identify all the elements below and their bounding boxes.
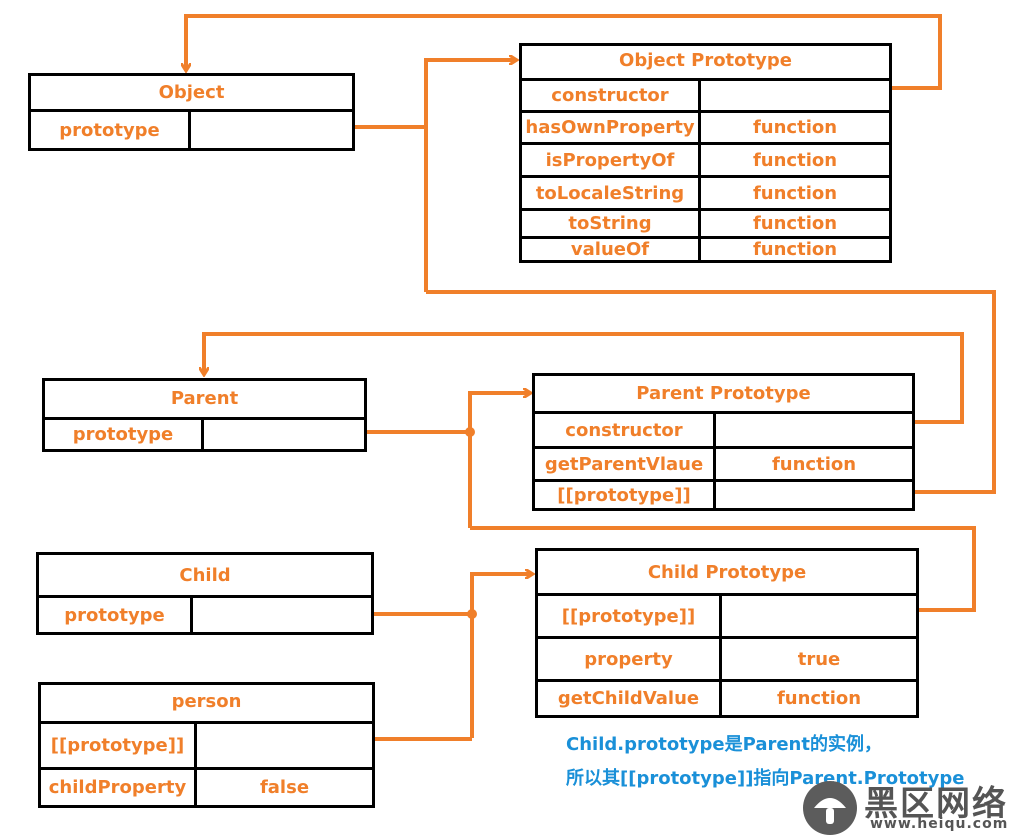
cell-divider [190, 598, 193, 632]
row-key: hasOwnProperty [525, 117, 695, 138]
dot [467, 609, 477, 619]
child-box: Child prototype [36, 552, 374, 635]
object-box: Object prototype [28, 73, 355, 151]
connector-to-object-prototype [424, 60, 516, 292]
row-value: function [752, 182, 838, 204]
person-title: person [171, 691, 242, 712]
child-prototype-title: Child Prototype [647, 562, 807, 583]
dot [465, 427, 475, 437]
cell-divider [719, 639, 722, 679]
row-value [722, 596, 916, 636]
watermark-title: 黑区网络 [864, 784, 1008, 824]
connector-to-child-prototype [470, 574, 532, 738]
person-row: childProperty false [41, 767, 372, 805]
child-row-prototype: prototype [39, 595, 371, 632]
row-value [204, 420, 364, 449]
cell-divider [698, 81, 701, 110]
cell-divider [713, 449, 716, 479]
note-line-1: Child.prototype是Parent的实例， [566, 734, 882, 755]
parent-prototype-box: Parent Prototype constructor getParentVl… [532, 373, 915, 511]
row-value [716, 482, 912, 508]
parent-title: Parent [170, 388, 239, 409]
object-prototype-box: Object Prototype constructor hasOwnPrope… [519, 43, 892, 263]
object-title: Object [158, 82, 225, 103]
row-key: prototype [59, 119, 160, 141]
object-prototype-title: Object Prototype [619, 50, 792, 71]
child-prototype-row: getChildValue function [538, 679, 916, 715]
object-prototype-row: valueOf function [522, 236, 889, 260]
row-value: function [752, 239, 838, 260]
child-prototype-row: [[prototype]] [538, 593, 916, 636]
row-value [191, 112, 352, 148]
child-title: Child [179, 565, 231, 586]
parent-prototype-row: [[prototype]] [535, 479, 912, 508]
row-value [197, 724, 372, 767]
row-value: function [752, 117, 838, 138]
cell-divider [698, 211, 701, 236]
cell-divider [188, 112, 191, 148]
child-prototype-box: Child Prototype [[prototype]] property t… [535, 548, 919, 718]
cell-divider [201, 420, 204, 449]
row-key: isPropertyOf [545, 149, 675, 171]
object-prototype-row: toLocaleString function [522, 175, 889, 208]
object-prototype-row: isPropertyOf function [522, 142, 889, 175]
row-key: prototype [72, 424, 174, 445]
row-value: true [797, 648, 841, 670]
watermark-mushroom-icon [803, 781, 857, 835]
cell-divider [713, 414, 716, 446]
cell-divider [698, 178, 701, 208]
cell-divider [698, 239, 701, 260]
row-key: getParentVlaue [544, 453, 704, 475]
cell-divider [698, 145, 701, 175]
cell-divider [713, 482, 716, 508]
row-key: childProperty [48, 777, 187, 798]
watermark-url: www.heiqu.com [870, 816, 1009, 832]
row-key: property [584, 648, 673, 670]
cell-divider [194, 724, 197, 767]
row-value: false [259, 777, 310, 798]
person-row: [[prototype]] [41, 721, 372, 767]
child-prototype-row: property true [538, 636, 916, 679]
cell-divider [719, 596, 722, 636]
object-prototype-row: hasOwnProperty function [522, 110, 889, 142]
row-key: prototype [64, 604, 165, 626]
row-key: constructor [565, 419, 683, 441]
object-row-prototype: prototype [31, 109, 352, 148]
row-value [716, 414, 912, 446]
row-value: function [752, 213, 838, 234]
parent-prototype-row: constructor [535, 411, 912, 446]
note-line-2: 所以其[[prototype]]指向Parent.Prototype [566, 768, 965, 789]
object-prototype-row: toString function [522, 208, 889, 236]
row-key: constructor [551, 85, 669, 106]
row-value [701, 81, 889, 110]
row-value [193, 598, 371, 632]
object-prototype-row: constructor [522, 78, 889, 110]
person-box: person [[prototype]] childProperty false [38, 682, 375, 808]
row-value: function [776, 688, 862, 709]
row-key: toString [568, 213, 652, 234]
parent-prototype-row: getParentVlaue function [535, 446, 912, 479]
row-key: [[prototype]] [561, 605, 696, 627]
parent-row-prototype: prototype [45, 417, 364, 449]
cell-divider [194, 770, 197, 805]
row-key: getChildValue [557, 688, 700, 709]
row-key: [[prototype]] [50, 735, 185, 756]
connector-to-parent-prototype [468, 393, 530, 528]
cell-divider [698, 113, 701, 142]
row-key: toLocaleString [535, 182, 685, 204]
cell-divider [719, 682, 722, 715]
row-value: function [752, 149, 838, 171]
row-key: valueOf [570, 239, 650, 260]
row-key: [[prototype]] [557, 484, 691, 506]
parent-box: Parent prototype [42, 378, 367, 452]
parent-prototype-title: Parent Prototype [636, 383, 811, 404]
row-value: function [771, 453, 857, 475]
